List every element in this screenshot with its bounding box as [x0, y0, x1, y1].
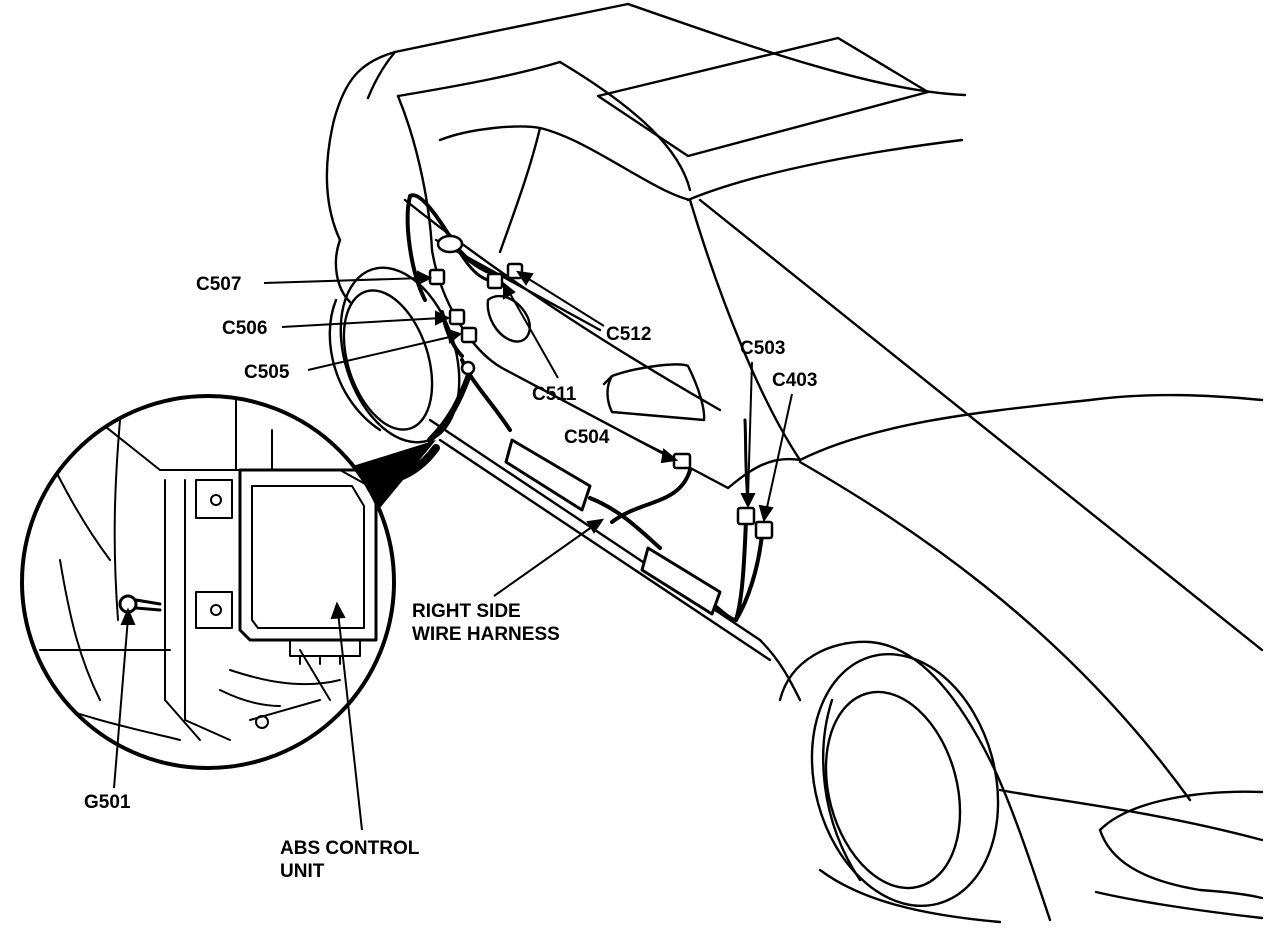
- wire-harness: [378, 195, 762, 620]
- grommet: [438, 236, 462, 252]
- connector-c505: [462, 328, 476, 342]
- car-body: [320, 4, 1262, 927]
- label-harness-line1: RIGHT SIDE: [412, 601, 521, 622]
- label-c403: C403: [772, 370, 817, 391]
- leader-lines: [114, 272, 792, 830]
- label-c503: C503: [740, 338, 785, 359]
- label-c506: C506: [222, 318, 267, 339]
- label-c504: C504: [564, 427, 610, 448]
- connectors: [430, 236, 772, 538]
- label-c507: C507: [196, 274, 241, 295]
- connector-c506: [450, 310, 464, 324]
- label-c511: C511: [532, 384, 577, 405]
- labels: C507 C506 C505 C512 C511 C503 C403 C504 …: [84, 274, 817, 882]
- ground-bolt-upper: [462, 362, 474, 374]
- connector-c511: [488, 274, 502, 288]
- label-g501: G501: [84, 792, 131, 813]
- label-c505: C505: [244, 362, 290, 383]
- detail-view: [22, 396, 394, 768]
- connector-c507: [430, 270, 444, 284]
- connector-c503: [738, 508, 754, 524]
- label-abs-line1: ABS CONTROL: [280, 838, 420, 859]
- label-abs-line2: UNIT: [280, 861, 325, 882]
- connector-c403: [756, 522, 772, 538]
- connector-c504: [674, 454, 690, 468]
- label-harness-line2: WIRE HARNESS: [412, 624, 560, 645]
- label-c512: C512: [606, 324, 651, 345]
